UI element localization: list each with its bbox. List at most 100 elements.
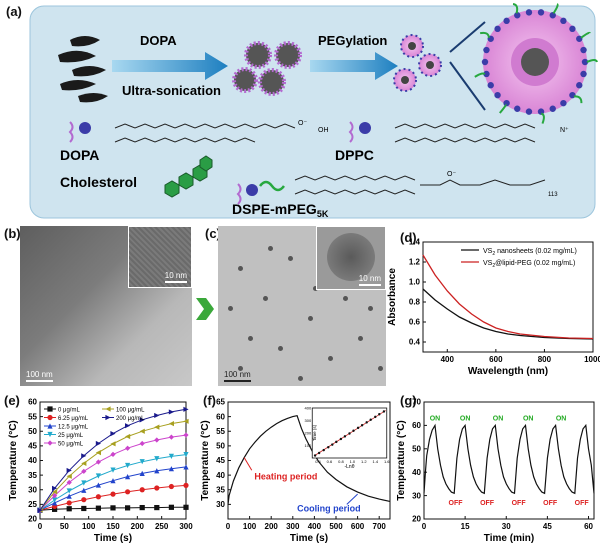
data-point: [125, 489, 131, 495]
inset-x-tick-label: 1.6: [384, 459, 390, 464]
data-point: [183, 452, 189, 458]
y-axis-label: Temperature (°C): [8, 420, 19, 501]
schematic-panel-a: DOPA Ultra-sonication PEGylation DOPA O⁻…: [29, 3, 598, 219]
tem-image-b: 10 nm 100 nm: [20, 226, 192, 386]
y-tick-label: 50: [28, 427, 37, 436]
x-tick-label: 600: [489, 355, 503, 364]
data-point: [47, 414, 53, 421]
data-point: [95, 494, 101, 500]
step2-label: PEGylation: [318, 33, 387, 48]
lipid-head-mark: [560, 99, 567, 107]
inset-point: [382, 410, 386, 413]
y-tick-label: 45: [28, 442, 37, 451]
data-point: [183, 418, 189, 424]
data-point: [52, 493, 58, 499]
x-tick-label: 0: [422, 522, 427, 531]
data-point: [95, 459, 101, 465]
peg-chain-mark: [552, 3, 559, 14]
inset-point: [356, 426, 360, 430]
data-point: [125, 505, 131, 511]
panel-label-g: (g): [400, 393, 417, 408]
inset-point: [369, 418, 372, 421]
lipid-head-mark: [483, 70, 490, 78]
y-tick-label: 40: [28, 456, 37, 465]
step1-label: DOPA: [140, 33, 177, 48]
dppc-head-icon: [359, 122, 371, 134]
nanoparticle-dot: [278, 346, 283, 351]
panel-label-d: (d): [400, 230, 417, 245]
x-axis-label: Time (s): [94, 533, 132, 544]
data-point: [105, 406, 111, 412]
x-tick-label: 800: [538, 355, 552, 364]
dspe-ominus: O⁻: [447, 171, 456, 178]
nanoparticle-dot: [298, 376, 303, 381]
data-point: [139, 459, 145, 465]
y-tick-label: 1.4: [409, 238, 421, 247]
data-point: [183, 432, 189, 438]
data-point: [139, 470, 145, 476]
x-axis-label: Wavelength (nm): [468, 366, 548, 377]
y-tick-label: 1.2: [409, 258, 421, 267]
x-tick-label: 100: [82, 522, 96, 531]
inset-point: [331, 443, 334, 446]
nanoparticle-dot: [358, 336, 363, 341]
y-tick-label: 40: [412, 468, 421, 477]
data-point: [81, 505, 87, 512]
x-tick-label: 300: [286, 522, 300, 531]
data-point: [183, 504, 189, 510]
nanoparticle-dot: [238, 366, 243, 371]
x-tick-label: 45: [543, 522, 552, 531]
x-tick-label: 250: [155, 522, 169, 531]
data-point: [81, 453, 87, 459]
tem-image-c: 10 nm 100 nm: [218, 226, 386, 386]
scale-bar-c: 100 nm: [224, 370, 251, 382]
x-tick-label: 150: [106, 522, 120, 531]
series-line-1: [422, 254, 594, 340]
nanoparticle-dot: [368, 306, 373, 311]
inset-x-tick-label: 1.4: [373, 459, 379, 464]
series-line-0: [422, 288, 594, 340]
data-point: [52, 485, 58, 491]
lipid-head-mark: [481, 58, 489, 66]
lipid-head-mark: [494, 25, 501, 33]
dopa-coated-sheets-icon: [232, 41, 302, 96]
inset-point: [322, 448, 325, 452]
inset-y-tick-label: 300: [305, 418, 312, 423]
legend-label-0: 0 μg/mL: [58, 408, 80, 414]
legend-label-5: 100 μg/mL: [116, 408, 145, 414]
inset-point: [313, 454, 317, 457]
nanoparticle-dot: [248, 336, 253, 341]
x-tick-label: 400: [441, 355, 455, 364]
step1b-label: Ultra-sonication: [122, 83, 221, 98]
data-point: [66, 479, 72, 486]
y-axis-label: Temperature (°C): [396, 420, 407, 501]
data-point: [110, 505, 116, 511]
data-point: [168, 504, 174, 510]
next-arrow-icon: [196, 298, 214, 320]
inset-point: [327, 446, 330, 449]
y-tick-label: 25: [28, 500, 37, 509]
data-point: [105, 414, 111, 421]
inset-x-label: -Lnθ: [344, 464, 354, 470]
data-point: [81, 460, 87, 467]
nanosheets-icon: [58, 36, 108, 103]
data-point: [52, 489, 58, 495]
legend-label-4: 50 μg/mL: [58, 442, 84, 448]
x-tick-label: 400: [308, 522, 322, 531]
y-tick-label: 20: [412, 515, 421, 524]
lipid-head-mark: [494, 91, 501, 99]
data-point: [110, 491, 116, 497]
lipid-head-mark: [525, 108, 533, 115]
lipid-head-mark: [560, 17, 567, 25]
off-label-2: OFF: [512, 500, 527, 507]
x-tick-label: 300: [179, 522, 193, 531]
peg-chain-mark: [586, 59, 598, 63]
data-point: [47, 440, 53, 446]
lipid-head-mark: [525, 9, 533, 16]
dopa-head-icon: [79, 122, 91, 134]
inset-y-tick-label: 200: [305, 431, 312, 436]
off-label-1: OFF: [480, 500, 495, 507]
scale-bar-inset-b: 10 nm: [164, 271, 187, 283]
